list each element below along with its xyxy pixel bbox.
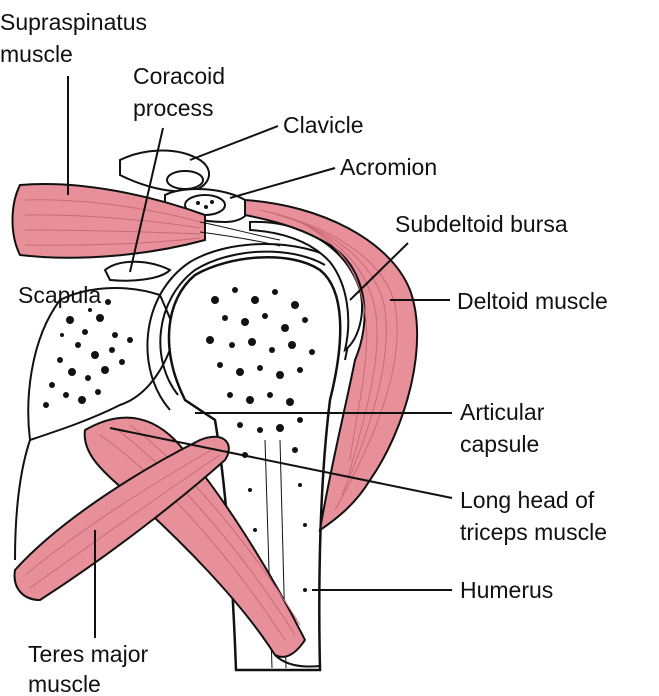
coracoid-bone xyxy=(105,262,170,281)
label-teres-line1: Teres major xyxy=(28,641,148,667)
leader-clavicle xyxy=(190,126,278,160)
label-articular-line1: Articular xyxy=(460,399,545,425)
label-coracoid-line2: process xyxy=(133,95,214,121)
label-acromion: Acromion xyxy=(340,154,437,180)
label-subdeltoid-bursa: Subdeltoid bursa xyxy=(395,211,568,237)
clavicle-cross-section xyxy=(167,171,203,189)
label-humerus: Humerus xyxy=(460,577,553,603)
label-supraspinatus-line2: muscle xyxy=(0,41,73,67)
label-deltoid: Deltoid muscle xyxy=(457,288,608,314)
label-articular-line2: capsule xyxy=(460,431,539,457)
label-teres-line2: muscle xyxy=(28,671,101,696)
label-clavicle: Clavicle xyxy=(283,112,364,138)
label-long-head-line2: triceps muscle xyxy=(460,519,607,545)
label-coracoid-line1: Coracoid xyxy=(133,63,225,89)
leader-acromion xyxy=(230,168,335,198)
label-long-head-line1: Long head of xyxy=(460,487,595,513)
label-scapula: Scapula xyxy=(18,282,101,308)
label-supraspinatus-line1: Supraspinatus xyxy=(0,9,147,35)
